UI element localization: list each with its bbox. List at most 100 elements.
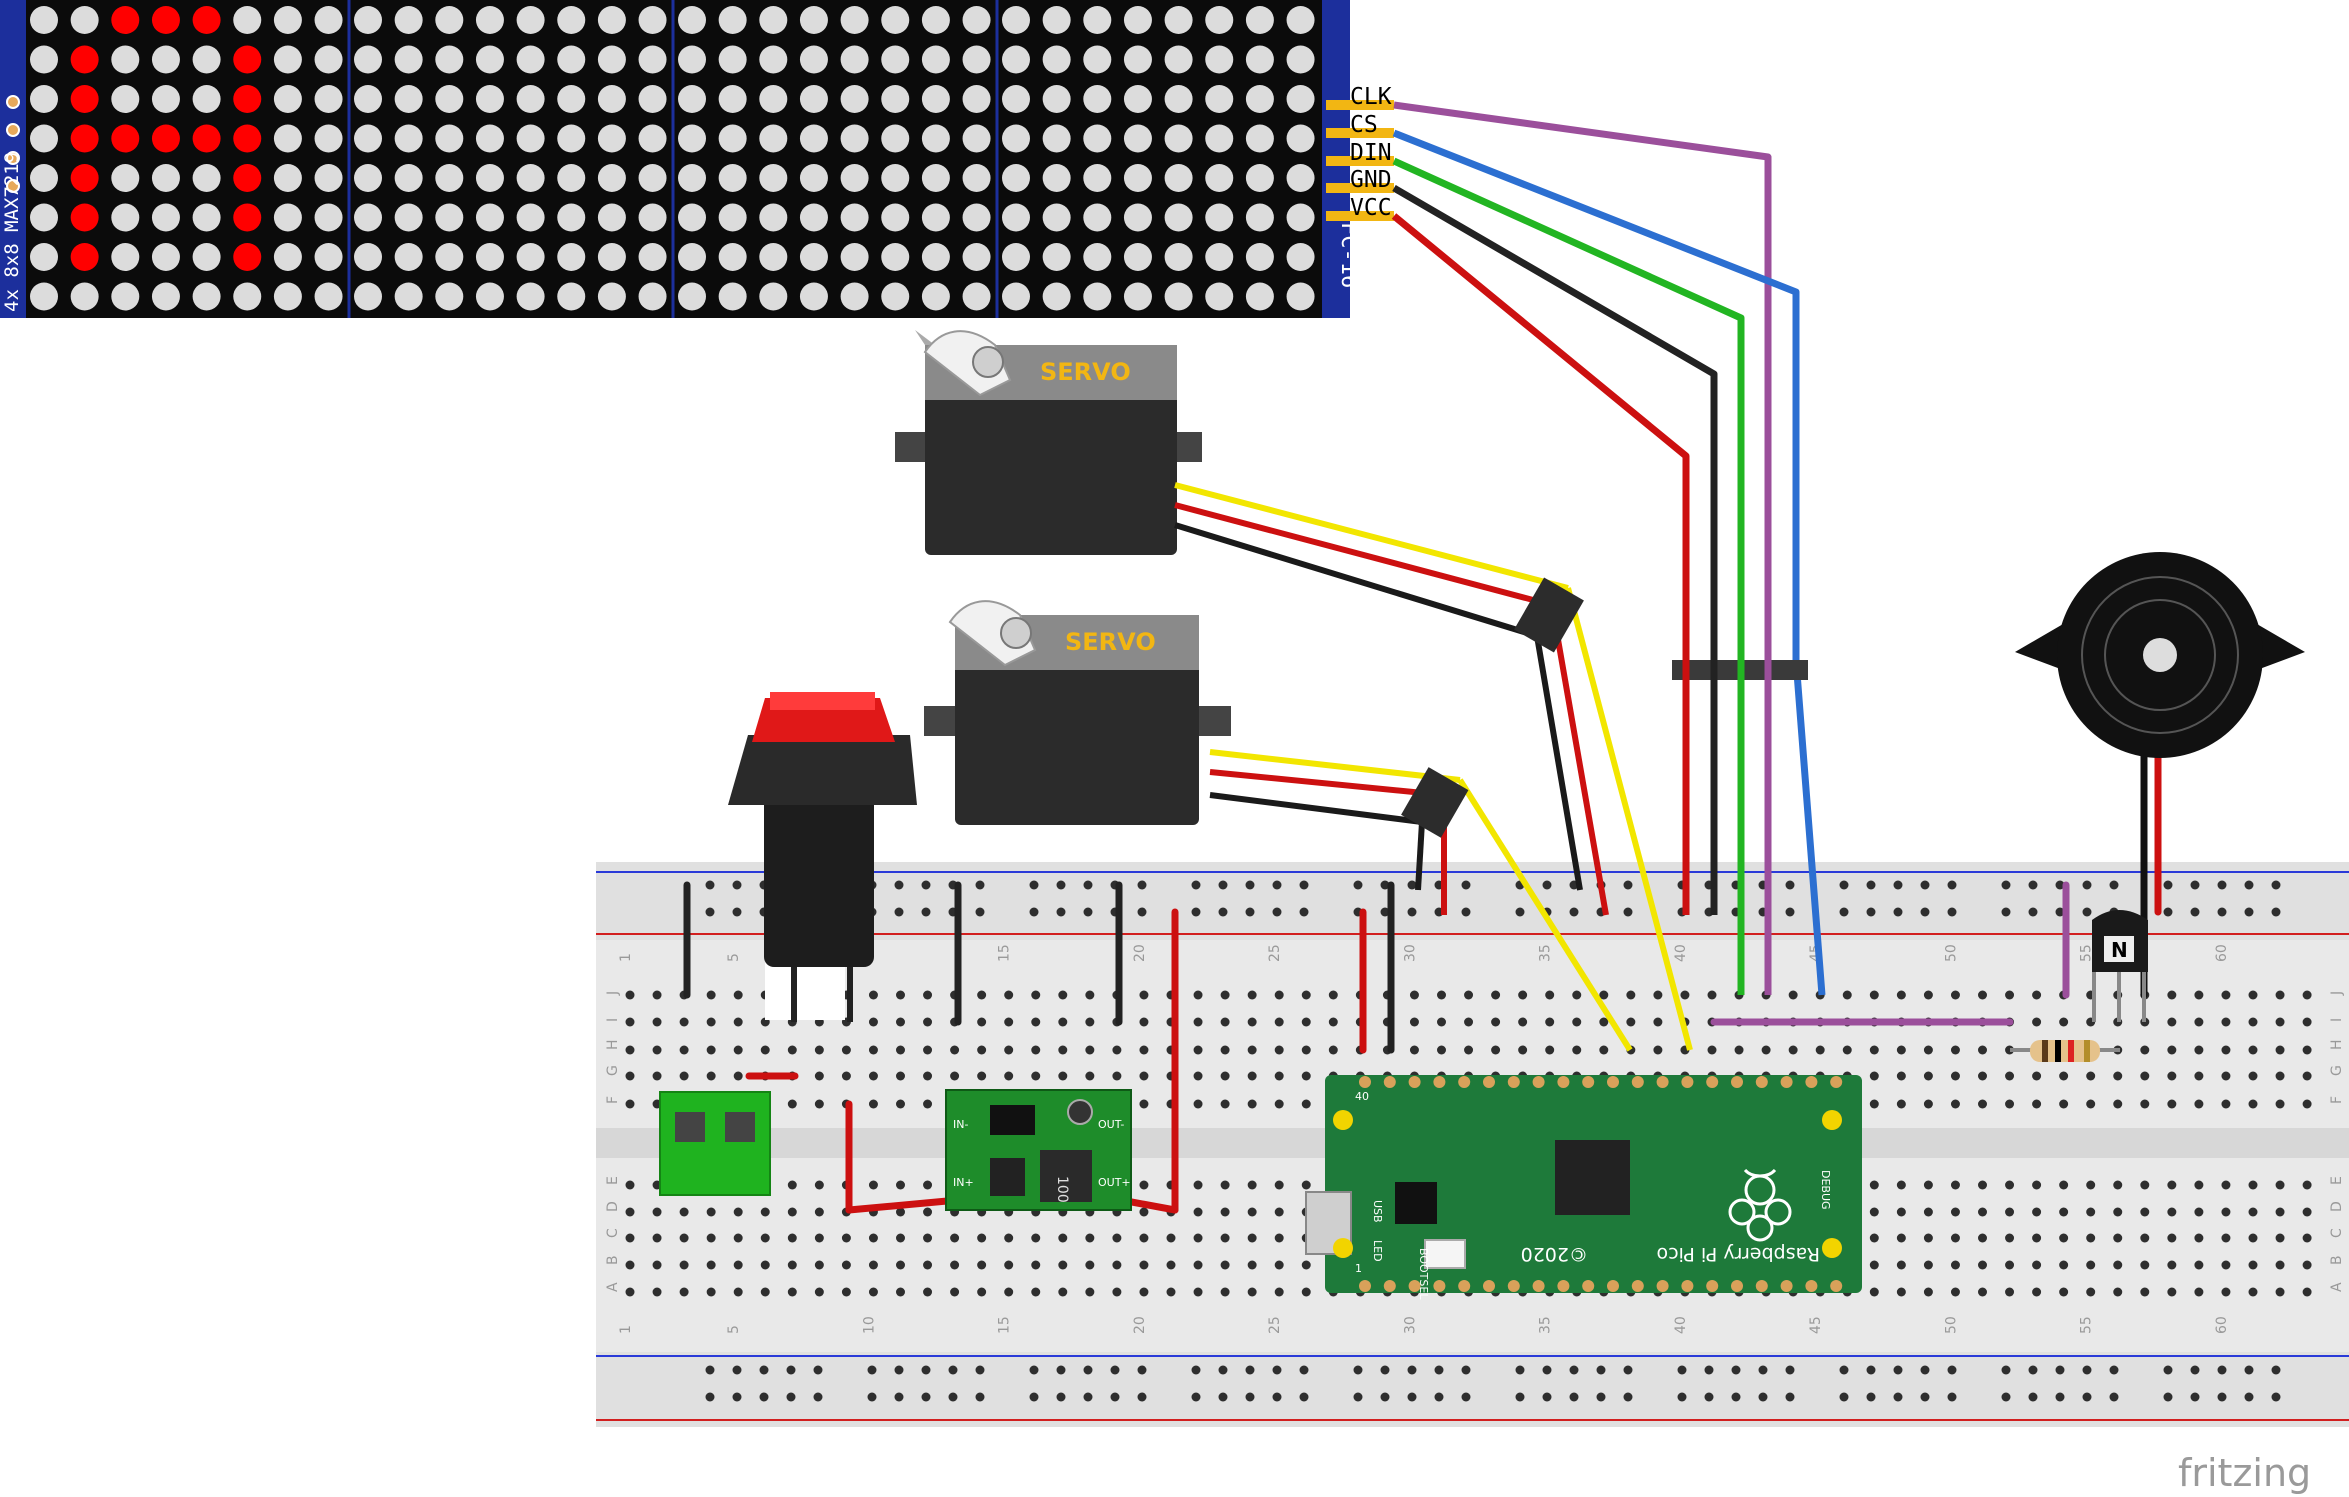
hole bbox=[1518, 1045, 1528, 1055]
servo-top-power-down bbox=[1549, 604, 1609, 916]
hole bbox=[2167, 1180, 2177, 1190]
hole bbox=[1056, 1365, 1066, 1375]
hole bbox=[705, 907, 715, 917]
hole bbox=[1893, 1392, 1903, 1402]
hole bbox=[2194, 1207, 2204, 1217]
hole bbox=[1193, 1180, 1203, 1190]
led-off bbox=[638, 85, 667, 113]
hole bbox=[1085, 1260, 1095, 1270]
led-off bbox=[435, 203, 464, 232]
column-number: 40 bbox=[1673, 1316, 1689, 1334]
hole bbox=[1139, 1180, 1149, 1190]
push-button bbox=[728, 692, 917, 1022]
hole bbox=[1491, 1045, 1501, 1055]
hole bbox=[2248, 990, 2258, 1000]
hole bbox=[1545, 990, 1555, 1000]
led-off bbox=[1164, 243, 1193, 271]
pin-din bbox=[1326, 156, 1394, 166]
hole bbox=[2194, 1071, 2204, 1081]
hole bbox=[760, 1287, 770, 1297]
hole bbox=[977, 1287, 987, 1297]
led-off bbox=[557, 203, 586, 232]
hole bbox=[1923, 1287, 1933, 1297]
hole bbox=[625, 1017, 635, 1027]
hole bbox=[2244, 907, 2254, 917]
hole bbox=[2194, 1180, 2204, 1190]
hole bbox=[1220, 1180, 1230, 1190]
hole bbox=[1572, 1017, 1582, 1027]
converter-chip-label: 100 bbox=[1054, 1176, 1070, 1203]
led-off bbox=[678, 85, 706, 113]
hole bbox=[950, 1233, 960, 1243]
hole bbox=[1923, 1071, 1933, 1081]
hole bbox=[1139, 1233, 1149, 1243]
hole bbox=[1380, 880, 1390, 890]
hole bbox=[2163, 1392, 2173, 1402]
hole bbox=[733, 1233, 743, 1243]
hole bbox=[1191, 1365, 1201, 1375]
led-off bbox=[840, 282, 869, 311]
column-number: 10 bbox=[861, 1316, 877, 1334]
servo-top-signal bbox=[1174, 482, 1569, 591]
led-off bbox=[273, 203, 302, 232]
row-letter: C bbox=[2329, 1228, 2345, 1238]
row-letter: G bbox=[605, 1065, 621, 1076]
hole bbox=[1950, 1180, 1960, 1190]
hole bbox=[814, 1099, 824, 1109]
hole bbox=[1245, 907, 1255, 917]
hole bbox=[2109, 1392, 2119, 1402]
hole bbox=[1031, 1045, 1041, 1055]
pico-rp2040-chip bbox=[1555, 1140, 1630, 1215]
led-off bbox=[718, 124, 747, 153]
hole bbox=[2221, 1099, 2231, 1109]
hole bbox=[1893, 880, 1903, 890]
led-off bbox=[759, 45, 788, 74]
hole bbox=[1220, 1017, 1230, 1027]
hole bbox=[1029, 1392, 1039, 1402]
led-off bbox=[394, 85, 423, 113]
hole bbox=[1572, 990, 1582, 1000]
led-off bbox=[921, 282, 950, 311]
hole bbox=[1788, 1045, 1798, 1055]
hole bbox=[896, 1180, 905, 1190]
hole bbox=[1328, 1045, 1338, 1055]
hole bbox=[1785, 1365, 1795, 1375]
hole bbox=[1191, 907, 1201, 917]
led-off bbox=[314, 124, 343, 153]
hole bbox=[923, 1287, 933, 1297]
pin-label-din: DIN bbox=[1350, 140, 1392, 166]
hole bbox=[706, 1233, 716, 1243]
hole bbox=[1220, 990, 1230, 1000]
led-off bbox=[718, 85, 747, 113]
row-letter: F bbox=[2329, 1096, 2345, 1104]
servo-top-power bbox=[1174, 502, 1553, 608]
hole bbox=[2005, 1071, 2015, 1081]
hole bbox=[1137, 1392, 1147, 1402]
led-off bbox=[1123, 203, 1152, 232]
hole bbox=[1139, 1071, 1149, 1081]
hole bbox=[1218, 1392, 1228, 1402]
led-off bbox=[921, 45, 950, 74]
hole bbox=[759, 1392, 769, 1402]
hole bbox=[1866, 907, 1876, 917]
hole bbox=[2082, 1365, 2092, 1375]
hole bbox=[625, 1099, 635, 1109]
led-off bbox=[30, 164, 58, 192]
hole bbox=[921, 1365, 931, 1375]
led-off bbox=[354, 164, 382, 192]
hole bbox=[1923, 1233, 1933, 1243]
hole bbox=[2244, 1365, 2254, 1375]
pico-pad bbox=[1532, 1280, 1545, 1292]
hole bbox=[1731, 1365, 1741, 1375]
column-number: 55 bbox=[2079, 944, 2095, 962]
hole bbox=[2194, 1099, 2204, 1109]
led-off bbox=[111, 282, 140, 311]
hole bbox=[1380, 1392, 1390, 1402]
led-off bbox=[597, 203, 626, 232]
hole bbox=[1866, 1365, 1876, 1375]
led-on bbox=[233, 164, 262, 192]
row-letter: I bbox=[2329, 1018, 2345, 1022]
hole bbox=[1274, 1099, 1284, 1109]
hole bbox=[1896, 1099, 1906, 1109]
pico-pad bbox=[1755, 1280, 1768, 1292]
